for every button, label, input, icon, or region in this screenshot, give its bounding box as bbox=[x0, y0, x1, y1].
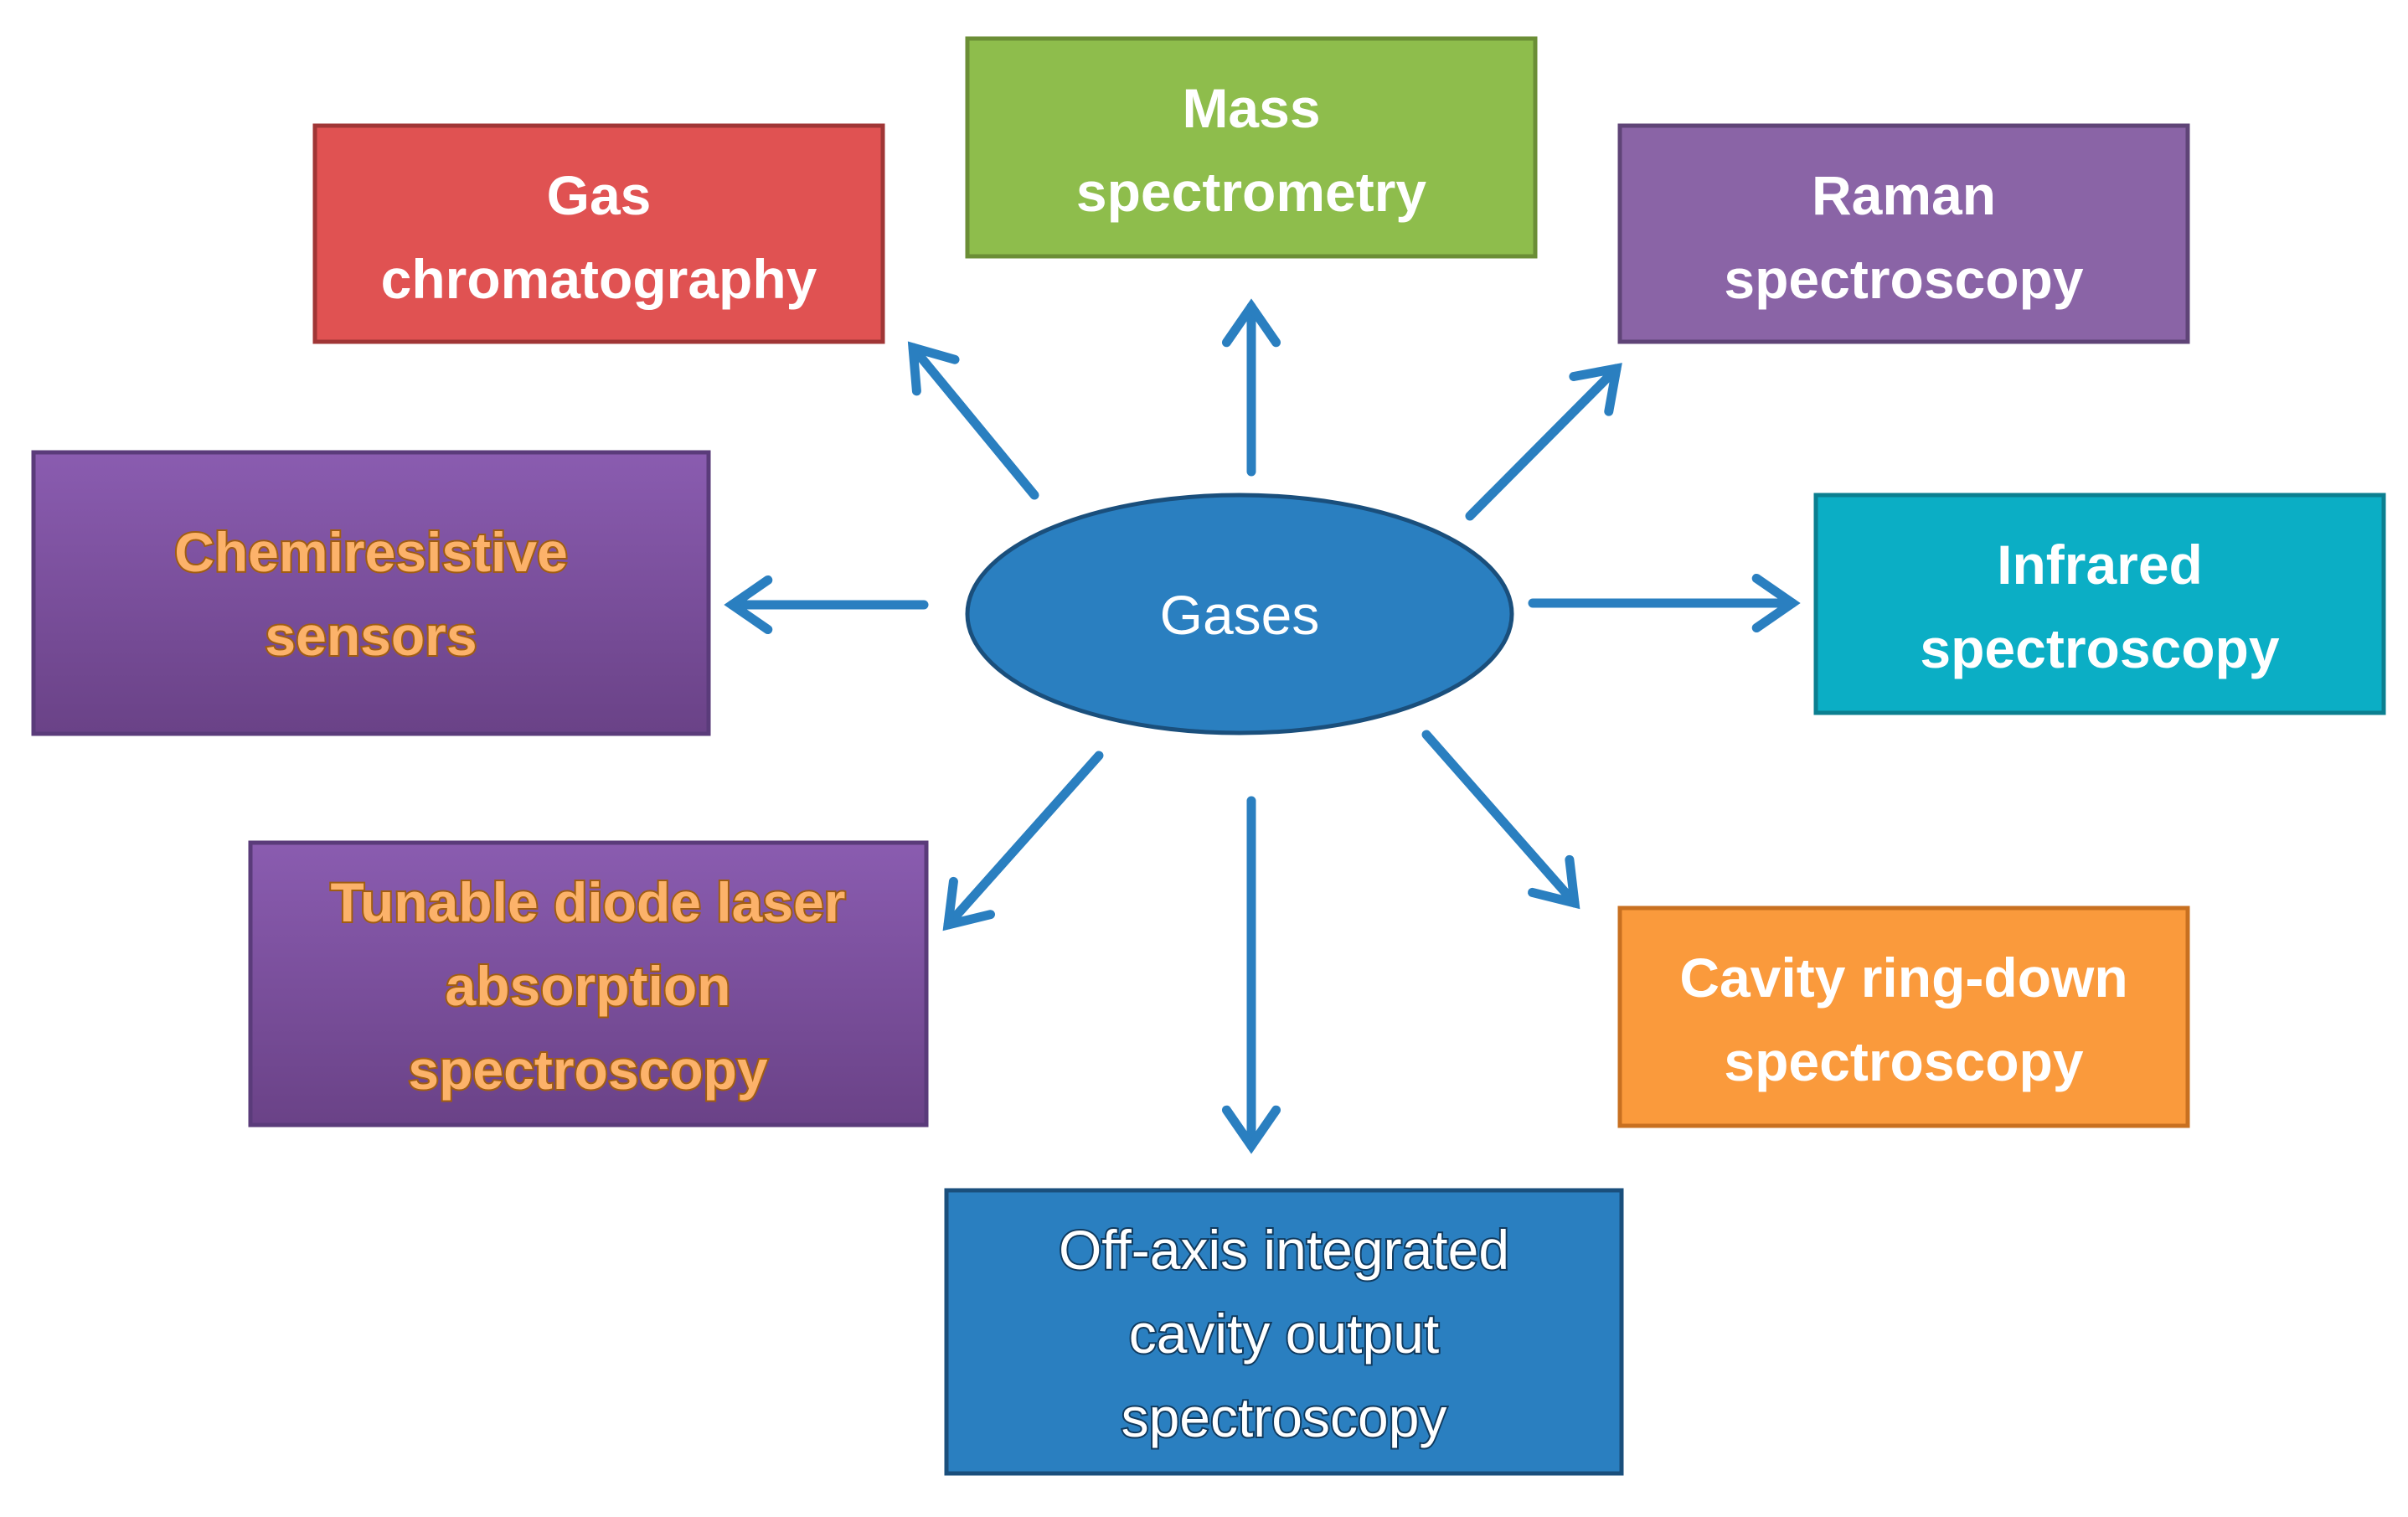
arrow-to-infrared-spectroscopy bbox=[1528, 573, 1801, 633]
node-raman-spectroscopy-box bbox=[1617, 123, 2190, 344]
node-cavity-ring-down-line-1: Cavity ring-down bbox=[1679, 947, 2127, 1009]
node-mass-spectrometry: Mass spectrometry bbox=[965, 36, 1538, 259]
node-off-axis-icos-box bbox=[944, 1188, 1624, 1476]
node-raman-spectroscopy-line-2: spectroscopy bbox=[1724, 248, 2083, 310]
node-chemiresistive-sensors: Chemiresistive sensors bbox=[31, 450, 711, 736]
center-label: Gases bbox=[1160, 584, 1320, 646]
node-gas-chromatography-line-2: chromatography bbox=[381, 248, 817, 310]
node-off-axis-icos-line-1: Off-axis integrated bbox=[1059, 1219, 1509, 1281]
arrow-to-raman-spectroscopy-shaft bbox=[1465, 364, 1622, 521]
arrow-to-chemiresistive-sensors bbox=[724, 575, 929, 635]
arrow-to-tunable-diode-laser-shaft bbox=[943, 751, 1104, 930]
node-tunable-diode-laser: Tunable diode laser absorption spectrosc… bbox=[248, 840, 929, 1127]
node-tunable-diode-laser-line-3: spectroscopy bbox=[408, 1039, 767, 1101]
arrow-to-cavity-ring-down bbox=[1421, 730, 1580, 910]
arrow-to-tunable-diode-laser bbox=[942, 751, 1104, 931]
arrow-to-off-axis-icos-head bbox=[1221, 1105, 1281, 1154]
arrow-to-off-axis-icos bbox=[1221, 796, 1281, 1154]
node-raman-spectroscopy-line-1: Raman bbox=[1812, 164, 1996, 226]
arrow-to-raman-spectroscopy-head bbox=[1569, 363, 1622, 416]
node-gas-chromatography: Gas chromatography bbox=[312, 123, 885, 344]
node-infrared-spectroscopy-box bbox=[1813, 493, 2386, 715]
arrow-to-mass-spectrometry bbox=[1221, 298, 1281, 477]
node-cavity-ring-down-line-2: spectroscopy bbox=[1724, 1030, 2083, 1092]
arrow-to-infrared-spectroscopy-head bbox=[1751, 573, 1801, 633]
node-gas-chromatography-line-1: Gas bbox=[547, 164, 652, 226]
node-mass-spectrometry-line-1: Mass bbox=[1182, 77, 1320, 139]
center-ellipse bbox=[965, 493, 1514, 735]
node-raman-spectroscopy: Raman spectroscopy bbox=[1617, 123, 2190, 344]
node-tunable-diode-laser-line-2: absorption bbox=[446, 955, 731, 1017]
node-cavity-ring-down: Cavity ring-down spectroscopy bbox=[1617, 906, 2190, 1128]
arrow-to-mass-spectrometry-head bbox=[1221, 298, 1281, 348]
node-tunable-diode-laser-box bbox=[248, 840, 929, 1127]
node-off-axis-icos: Off-axis integrated cavity output spectr… bbox=[944, 1188, 1624, 1476]
arrow-to-raman-spectroscopy bbox=[1465, 363, 1622, 521]
arrow-to-chemiresistive-sensors-head bbox=[724, 575, 773, 635]
node-cavity-ring-down-box bbox=[1617, 906, 2190, 1128]
node-tunable-diode-laser-line-1: Tunable diode laser bbox=[331, 871, 846, 933]
arrow-to-cavity-ring-down-shaft bbox=[1421, 730, 1580, 908]
arrow-to-gas-chromatography-shaft bbox=[908, 343, 1039, 500]
node-mass-spectrometry-box bbox=[965, 36, 1538, 259]
arrow-to-tunable-diode-laser-head bbox=[942, 876, 996, 931]
arrows-group bbox=[724, 298, 1801, 1154]
node-chemiresistive-sensors-box bbox=[31, 450, 711, 736]
node-gas-chromatography-box bbox=[312, 123, 885, 344]
node-chemiresistive-sensors-line-1: Chemiresistive bbox=[174, 521, 568, 583]
node-infrared-spectroscopy: Infrared spectroscopy bbox=[1813, 493, 2386, 715]
arrow-to-cavity-ring-down-head bbox=[1528, 854, 1580, 910]
node-infrared-spectroscopy-line-1: Infrared bbox=[1997, 534, 2203, 596]
center-node: Gases bbox=[965, 493, 1514, 735]
node-off-axis-icos-line-2: cavity output bbox=[1129, 1303, 1440, 1365]
node-infrared-spectroscopy-line-2: spectroscopy bbox=[1920, 617, 2279, 679]
node-mass-spectrometry-line-2: spectrometry bbox=[1076, 161, 1426, 223]
node-off-axis-icos-line-3: spectroscopy bbox=[1121, 1386, 1447, 1448]
arrow-to-gas-chromatography bbox=[907, 341, 1039, 500]
arrow-to-gas-chromatography-head bbox=[907, 341, 960, 396]
node-chemiresistive-sensors-line-2: sensors bbox=[265, 605, 477, 667]
